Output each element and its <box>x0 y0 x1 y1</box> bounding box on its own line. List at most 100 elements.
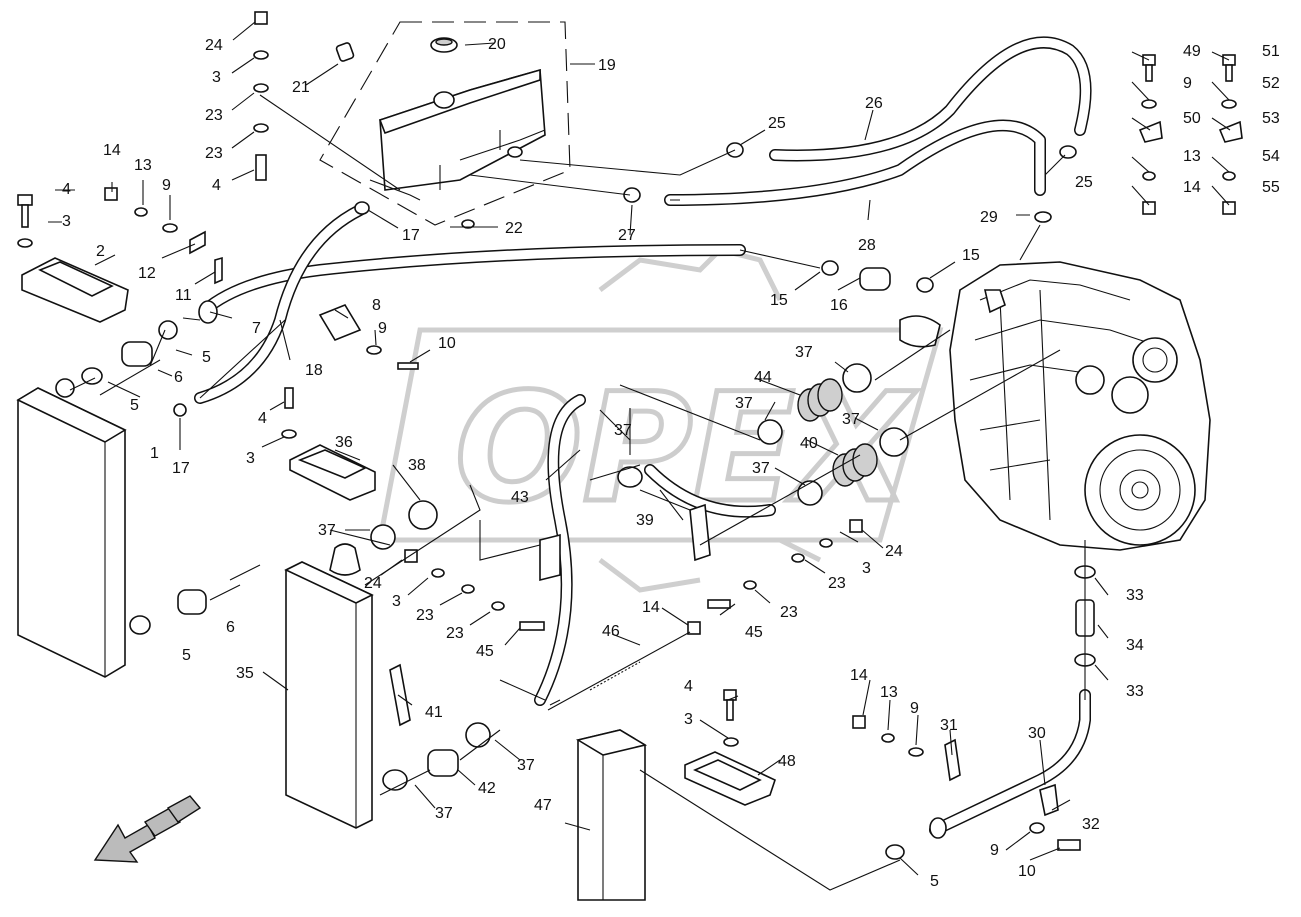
engine <box>899 261 1211 560</box>
callout-22: 22 <box>505 220 523 237</box>
callout-13c: 13 <box>1183 148 1201 165</box>
callout-37h: 37 <box>752 460 770 477</box>
hardware <box>17 11 1243 851</box>
callout-37g: 37 <box>842 411 860 428</box>
callout-23c: 23 <box>416 607 434 624</box>
callout-24c: 24 <box>885 543 903 560</box>
callout-36: 36 <box>335 434 353 451</box>
callout-43: 43 <box>511 489 529 506</box>
cooler-35 <box>284 543 374 829</box>
callout-39: 39 <box>636 512 654 529</box>
callout-3d: 3 <box>392 593 401 610</box>
callout-37a: 37 <box>318 522 336 539</box>
callout-17b: 17 <box>172 460 190 477</box>
callout-12: 12 <box>138 265 156 282</box>
callout-37c: 37 <box>435 805 453 822</box>
callout-33b: 33 <box>1126 683 1144 700</box>
callout-9b: 9 <box>378 320 387 337</box>
callout-51: 51 <box>1262 43 1280 60</box>
callout-50: 50 <box>1183 110 1201 127</box>
callout-3c: 3 <box>246 450 255 467</box>
callout-35: 35 <box>236 665 254 682</box>
callout-29: 29 <box>980 209 998 226</box>
callout-23e: 23 <box>780 604 798 621</box>
callout-9a: 9 <box>162 177 171 194</box>
callout-24b: 24 <box>364 575 382 592</box>
callout-4b: 4 <box>62 181 71 198</box>
callout-20: 20 <box>488 36 506 53</box>
callout-4d: 4 <box>684 678 693 695</box>
callout-21: 21 <box>292 79 310 96</box>
callout-14c: 14 <box>850 667 868 684</box>
callout-16: 16 <box>830 297 848 314</box>
brackets <box>21 230 776 806</box>
callout-2: 2 <box>96 243 105 260</box>
callout-17a: 17 <box>402 227 420 244</box>
callout-4a: 4 <box>212 177 221 194</box>
callout-3e: 3 <box>862 560 871 577</box>
callout-37f: 37 <box>795 344 813 361</box>
callout-5d: 5 <box>930 873 939 890</box>
small-parts <box>17 11 1243 860</box>
callout-41: 41 <box>425 704 443 721</box>
callout-40: 40 <box>800 435 818 452</box>
cooler-47 <box>575 729 648 901</box>
callout-46: 46 <box>602 623 620 640</box>
bellows-40 <box>832 443 878 487</box>
callout-14d: 14 <box>1183 179 1201 196</box>
callout-33a: 33 <box>1126 587 1144 604</box>
callout-31: 31 <box>940 717 958 734</box>
callout-3f: 3 <box>684 711 693 728</box>
callout-23a: 23 <box>205 107 223 124</box>
callout-49: 49 <box>1183 43 1201 60</box>
callout-19: 19 <box>598 57 616 74</box>
callout-5a: 5 <box>202 349 211 366</box>
callout-13a: 13 <box>134 157 152 174</box>
callout-38: 38 <box>408 457 426 474</box>
callout-5b: 5 <box>130 397 139 414</box>
callout-45b: 45 <box>745 624 763 641</box>
callout-6a: 6 <box>174 369 183 386</box>
callout-3b: 3 <box>62 213 71 230</box>
callout-52: 52 <box>1262 75 1280 92</box>
callout-11: 11 <box>175 287 192 304</box>
callout-1: 1 <box>150 445 159 462</box>
callout-28: 28 <box>858 237 876 254</box>
callout-5c: 5 <box>182 647 191 664</box>
callout-23d: 23 <box>446 625 464 642</box>
callout-37e: 37 <box>735 395 753 412</box>
callout-13b: 13 <box>880 684 898 701</box>
forward-arrow-icon <box>93 795 202 863</box>
radiator-1 <box>16 378 127 678</box>
callout-10b: 10 <box>1018 863 1036 880</box>
callout-25a: 25 <box>768 115 786 132</box>
callout-7: 7 <box>252 320 261 337</box>
callout-26: 26 <box>865 95 883 112</box>
callout-32: 32 <box>1082 816 1100 833</box>
callout-15a: 15 <box>770 292 788 309</box>
callout-53: 53 <box>1262 110 1280 127</box>
callout-14a: 14 <box>103 142 121 159</box>
callout-45a: 45 <box>476 643 494 660</box>
bellows-44 <box>797 378 843 422</box>
callouts: 24 3 23 23 4 21 20 19 22 17 4 3 2 14 13 … <box>48 21 1280 890</box>
callout-27: 27 <box>618 227 636 244</box>
callout-54: 54 <box>1262 148 1280 165</box>
callout-42: 42 <box>478 780 496 797</box>
callout-23f: 23 <box>828 575 846 592</box>
callout-9e: 9 <box>1183 75 1192 92</box>
callout-10a: 10 <box>438 335 456 352</box>
callout-15b: 15 <box>962 247 980 264</box>
callout-14b: 14 <box>642 599 660 616</box>
callout-44: 44 <box>754 369 772 386</box>
callout-25b: 25 <box>1075 174 1093 191</box>
callout-18: 18 <box>305 362 323 379</box>
callout-34: 34 <box>1126 637 1144 654</box>
callout-6b: 6 <box>226 619 235 636</box>
callout-3a: 3 <box>212 69 221 86</box>
callout-9d: 9 <box>990 842 999 859</box>
callout-4c: 4 <box>258 410 267 427</box>
expansion-tank-group <box>319 21 571 229</box>
callout-37b: 37 <box>517 757 535 774</box>
